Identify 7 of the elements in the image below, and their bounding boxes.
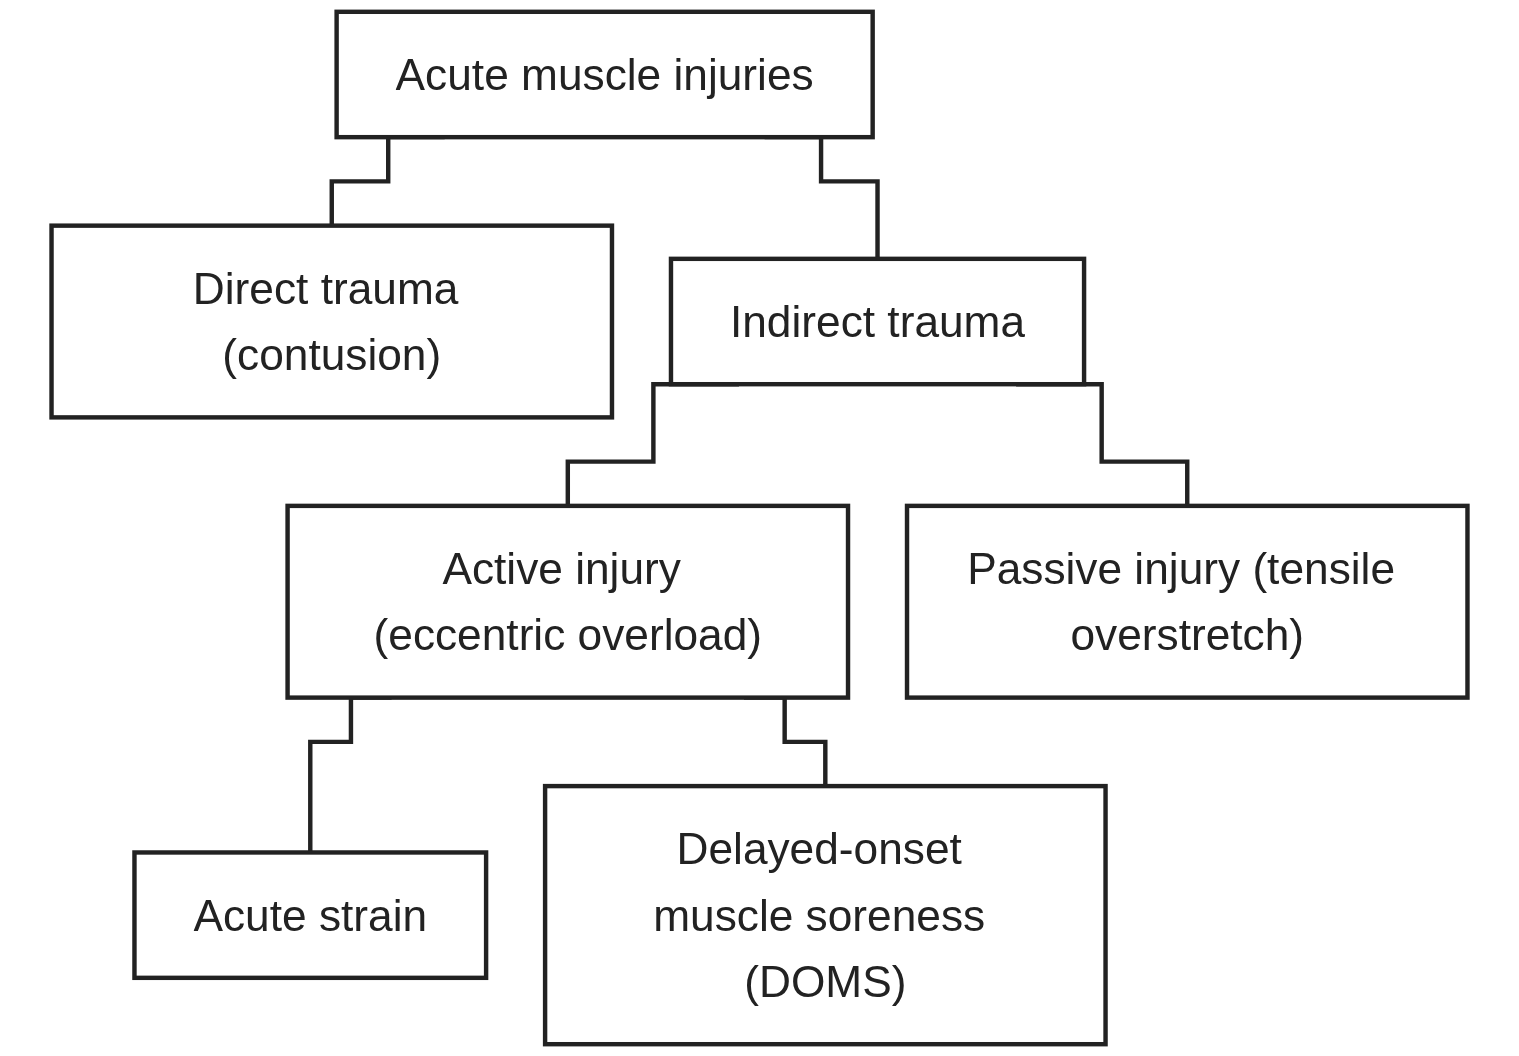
node-box: Direct trauma (contusion) xyxy=(49,223,615,420)
node-box: Active injury (eccentric overload) xyxy=(285,503,851,700)
node-box: Delayed-onset muscle soreness (DOMS) xyxy=(542,783,1108,1047)
node-box: Indirect trauma xyxy=(668,256,1087,387)
node-box: Acute strain xyxy=(132,850,489,981)
node-box: Passive injury (tensile overstretch) xyxy=(904,503,1470,700)
node-box: Acute muscle injuries xyxy=(334,9,875,140)
